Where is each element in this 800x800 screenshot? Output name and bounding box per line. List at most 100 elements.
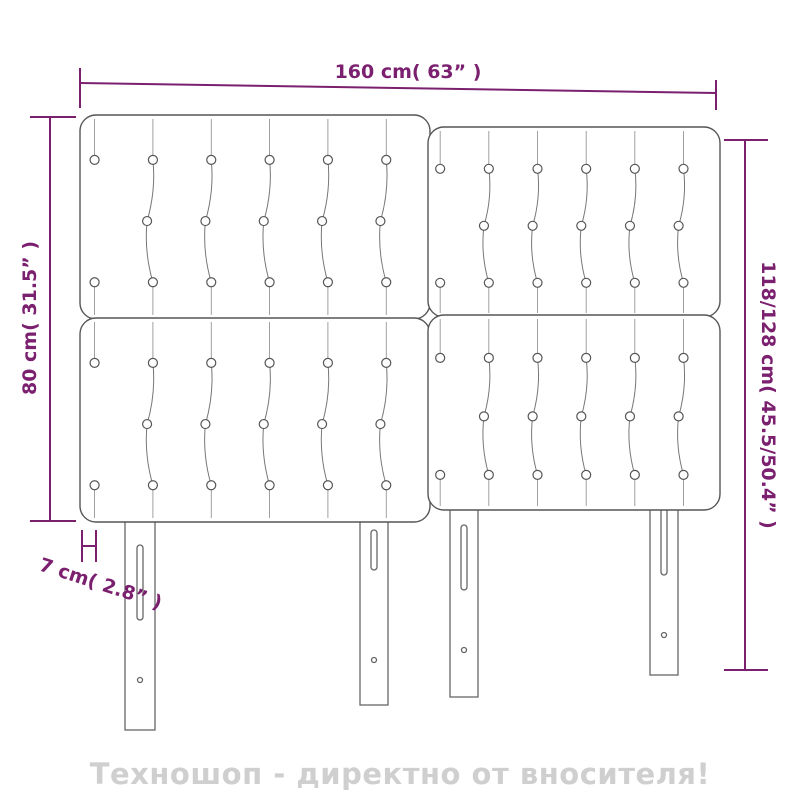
tuft-button	[141, 215, 153, 227]
tuft-button	[435, 277, 446, 288]
tuft-button	[435, 163, 446, 174]
tuft-button	[673, 220, 684, 231]
leg	[124, 514, 156, 731]
tuft-button	[375, 215, 386, 227]
tuft-button	[147, 480, 159, 491]
tuft-button	[200, 418, 211, 430]
watermark: Техношоп - директно от вносителя!	[89, 757, 711, 791]
tuft-button	[206, 277, 217, 288]
tuft-button	[89, 277, 100, 288]
tuft-button	[264, 277, 275, 288]
tuft-button	[316, 215, 328, 227]
tuft-button	[576, 220, 587, 231]
leg	[649, 489, 679, 676]
tuft-button	[89, 154, 100, 165]
width-label: 160 cm( 63” )	[335, 61, 482, 83]
tuft-fold	[145, 221, 154, 283]
tuft-button	[322, 277, 334, 288]
tuft-button	[624, 411, 636, 422]
tuft-button	[581, 277, 592, 288]
cushion-panel	[79, 114, 431, 320]
leg	[359, 499, 389, 706]
leg-slot	[460, 524, 468, 591]
tuft-button	[258, 418, 269, 430]
tuft-button	[581, 163, 592, 174]
leg-slot	[370, 529, 378, 571]
leg-hole	[660, 631, 668, 639]
tuft-button	[576, 411, 587, 422]
tuft-fold	[379, 362, 388, 425]
tuft-button	[435, 352, 446, 363]
tuft-button	[532, 163, 543, 174]
tuft-fold	[204, 221, 212, 283]
tuft-button	[264, 357, 275, 368]
tuft-button	[629, 469, 640, 480]
tuft-fold	[379, 221, 387, 283]
tuft-button	[381, 154, 392, 165]
tuft-button	[322, 154, 334, 165]
total-height-label: 118/128 cm( 45.5/50.4” )	[757, 261, 779, 529]
height-label: 80 cm( 31.5” )	[19, 241, 41, 395]
tuft-button	[629, 352, 640, 363]
cushion-panels	[79, 114, 721, 523]
tuft-button	[141, 418, 153, 430]
tuft-fold	[263, 159, 271, 222]
tuft-button	[322, 480, 334, 491]
tuft-fold	[263, 362, 271, 425]
tuft-button	[483, 163, 494, 174]
tuft-fold	[262, 221, 271, 283]
leg	[449, 499, 479, 698]
tuft-fold	[146, 159, 155, 222]
tuft-button	[483, 277, 494, 288]
tuft-button	[678, 277, 689, 288]
tuft-button	[316, 418, 328, 430]
tuft-fold	[262, 424, 271, 486]
tuft-button	[678, 469, 689, 480]
tuft-button	[381, 357, 392, 368]
tuft-button	[581, 469, 592, 480]
tuft-button	[527, 411, 538, 422]
tuft-button	[483, 352, 494, 363]
tuft-button	[258, 215, 269, 227]
tuft-fold	[204, 159, 213, 222]
tuft-button	[381, 277, 392, 288]
leg-hole	[370, 656, 378, 664]
dimension-lines	[30, 68, 768, 671]
tuft-button	[206, 480, 217, 491]
cushion-panel	[427, 314, 721, 511]
legs	[124, 489, 679, 731]
tuft-fold	[321, 159, 330, 222]
leg-hole	[136, 676, 144, 684]
tuft-fold	[320, 424, 329, 486]
tuft-fold	[204, 362, 213, 425]
tuft-button	[375, 418, 386, 430]
tuft-button	[206, 154, 217, 165]
leg-slot	[136, 544, 144, 621]
tuft-button	[527, 220, 538, 231]
tuft-fold	[146, 362, 155, 425]
tuft-button	[478, 411, 490, 422]
tuft-fold	[321, 362, 330, 425]
tuft-button	[478, 220, 490, 231]
leg-slot	[660, 504, 668, 576]
tuft-fold	[320, 221, 329, 283]
tuft-button	[264, 154, 275, 165]
tuft-button	[89, 480, 100, 491]
tuft-button	[200, 215, 211, 227]
tuft-button	[629, 277, 640, 288]
tuft-fold	[379, 159, 388, 222]
tuft-button	[532, 469, 543, 480]
tuft-fold	[145, 424, 154, 486]
tuft-button	[483, 469, 494, 480]
tuft-button	[678, 352, 689, 363]
tuft-button	[629, 163, 640, 174]
tuft-fold	[204, 424, 212, 486]
tuft-button	[532, 352, 543, 363]
tuft-button	[532, 277, 543, 288]
tuft-button	[678, 163, 689, 174]
leg-hole	[460, 646, 468, 654]
tuft-button	[147, 357, 159, 368]
tuft-fold	[379, 424, 387, 486]
